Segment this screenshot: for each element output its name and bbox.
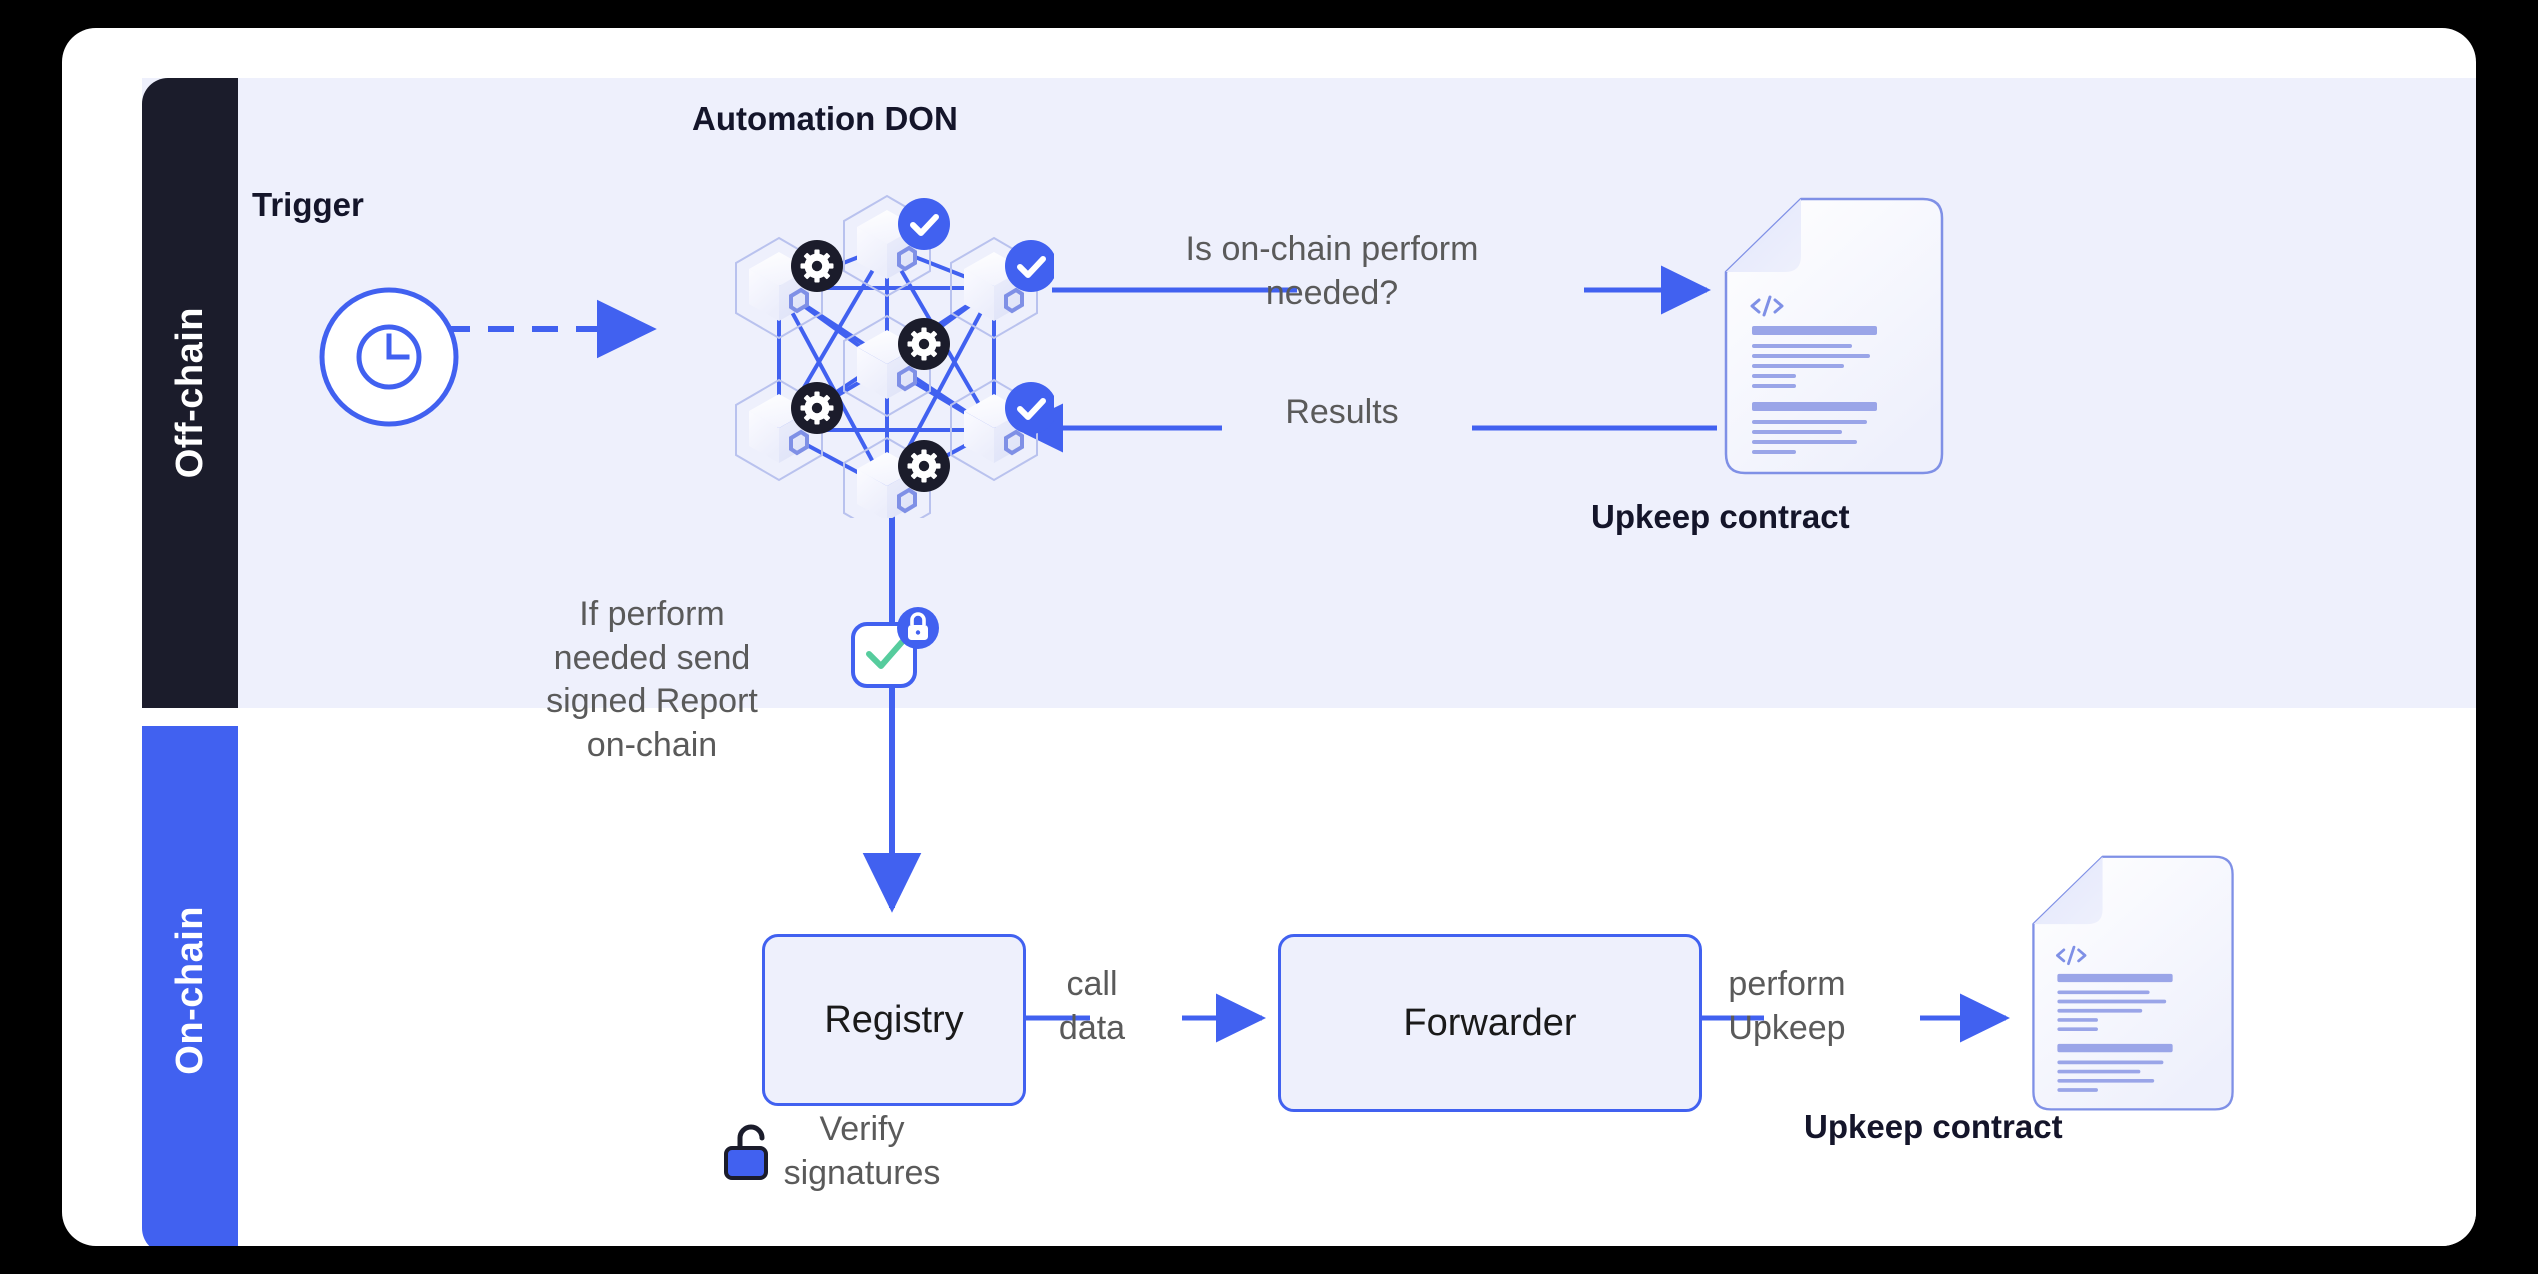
document-text-lines [2057, 973, 2173, 1092]
offchain-lane-band [142, 78, 2476, 708]
label-upkeep-contract-top: Upkeep contract [1591, 498, 1850, 535]
document-text-lines [1752, 326, 1877, 454]
check-badge-icon [1005, 382, 1054, 434]
label-trigger: Trigger [252, 186, 364, 223]
code-tags-glyph [1750, 295, 1784, 317]
edge-label-perform-upkeep: perform Upkeep [1728, 965, 1846, 1047]
edge-label-perform-needed: Is on-chain perform needed? [1185, 230, 1479, 312]
gear-badge-icon [791, 240, 843, 292]
clock-icon [319, 287, 459, 427]
edge-label-if-perform-needed: If perform needed send signed Report on-… [546, 595, 758, 764]
lock-closed-icon [897, 607, 939, 649]
label-upkeep-contract-bottom: Upkeep contract [1804, 1108, 2063, 1145]
check-badge-icon [1005, 240, 1054, 292]
edge-label-verify-signatures: Verify signatures [783, 1110, 941, 1192]
lane-label-onchain: On-chain [142, 726, 238, 1246]
code-document-icon[interactable] [1723, 196, 1945, 478]
code-document-icon[interactable] [2022, 854, 2244, 1114]
gear-badge-icon [898, 440, 950, 492]
box-registry[interactable]: Registry [762, 934, 1026, 1106]
lock-open-icon [724, 1124, 768, 1180]
box-forwarder[interactable]: Forwarder [1278, 934, 1702, 1112]
signed-report-icon [851, 607, 939, 688]
edge-label-call-data: call data [1058, 965, 1126, 1047]
edge-label-results: Results [1285, 393, 1399, 431]
gear-badge-icon [898, 318, 950, 370]
don-node-cluster [735, 194, 1054, 518]
gear-badge-icon [791, 382, 843, 434]
lane-label-offchain: Off-chain [142, 78, 238, 708]
title-automation-don: Automation DON [692, 100, 958, 137]
check-badge-icon [898, 198, 950, 250]
code-tags-glyph [2056, 945, 2087, 966]
lane-label-onchain-text: On-chain [168, 905, 211, 1075]
diagram-card: Off-chain On-chain [62, 28, 2476, 1246]
lane-label-offchain-text: Off-chain [168, 307, 211, 479]
